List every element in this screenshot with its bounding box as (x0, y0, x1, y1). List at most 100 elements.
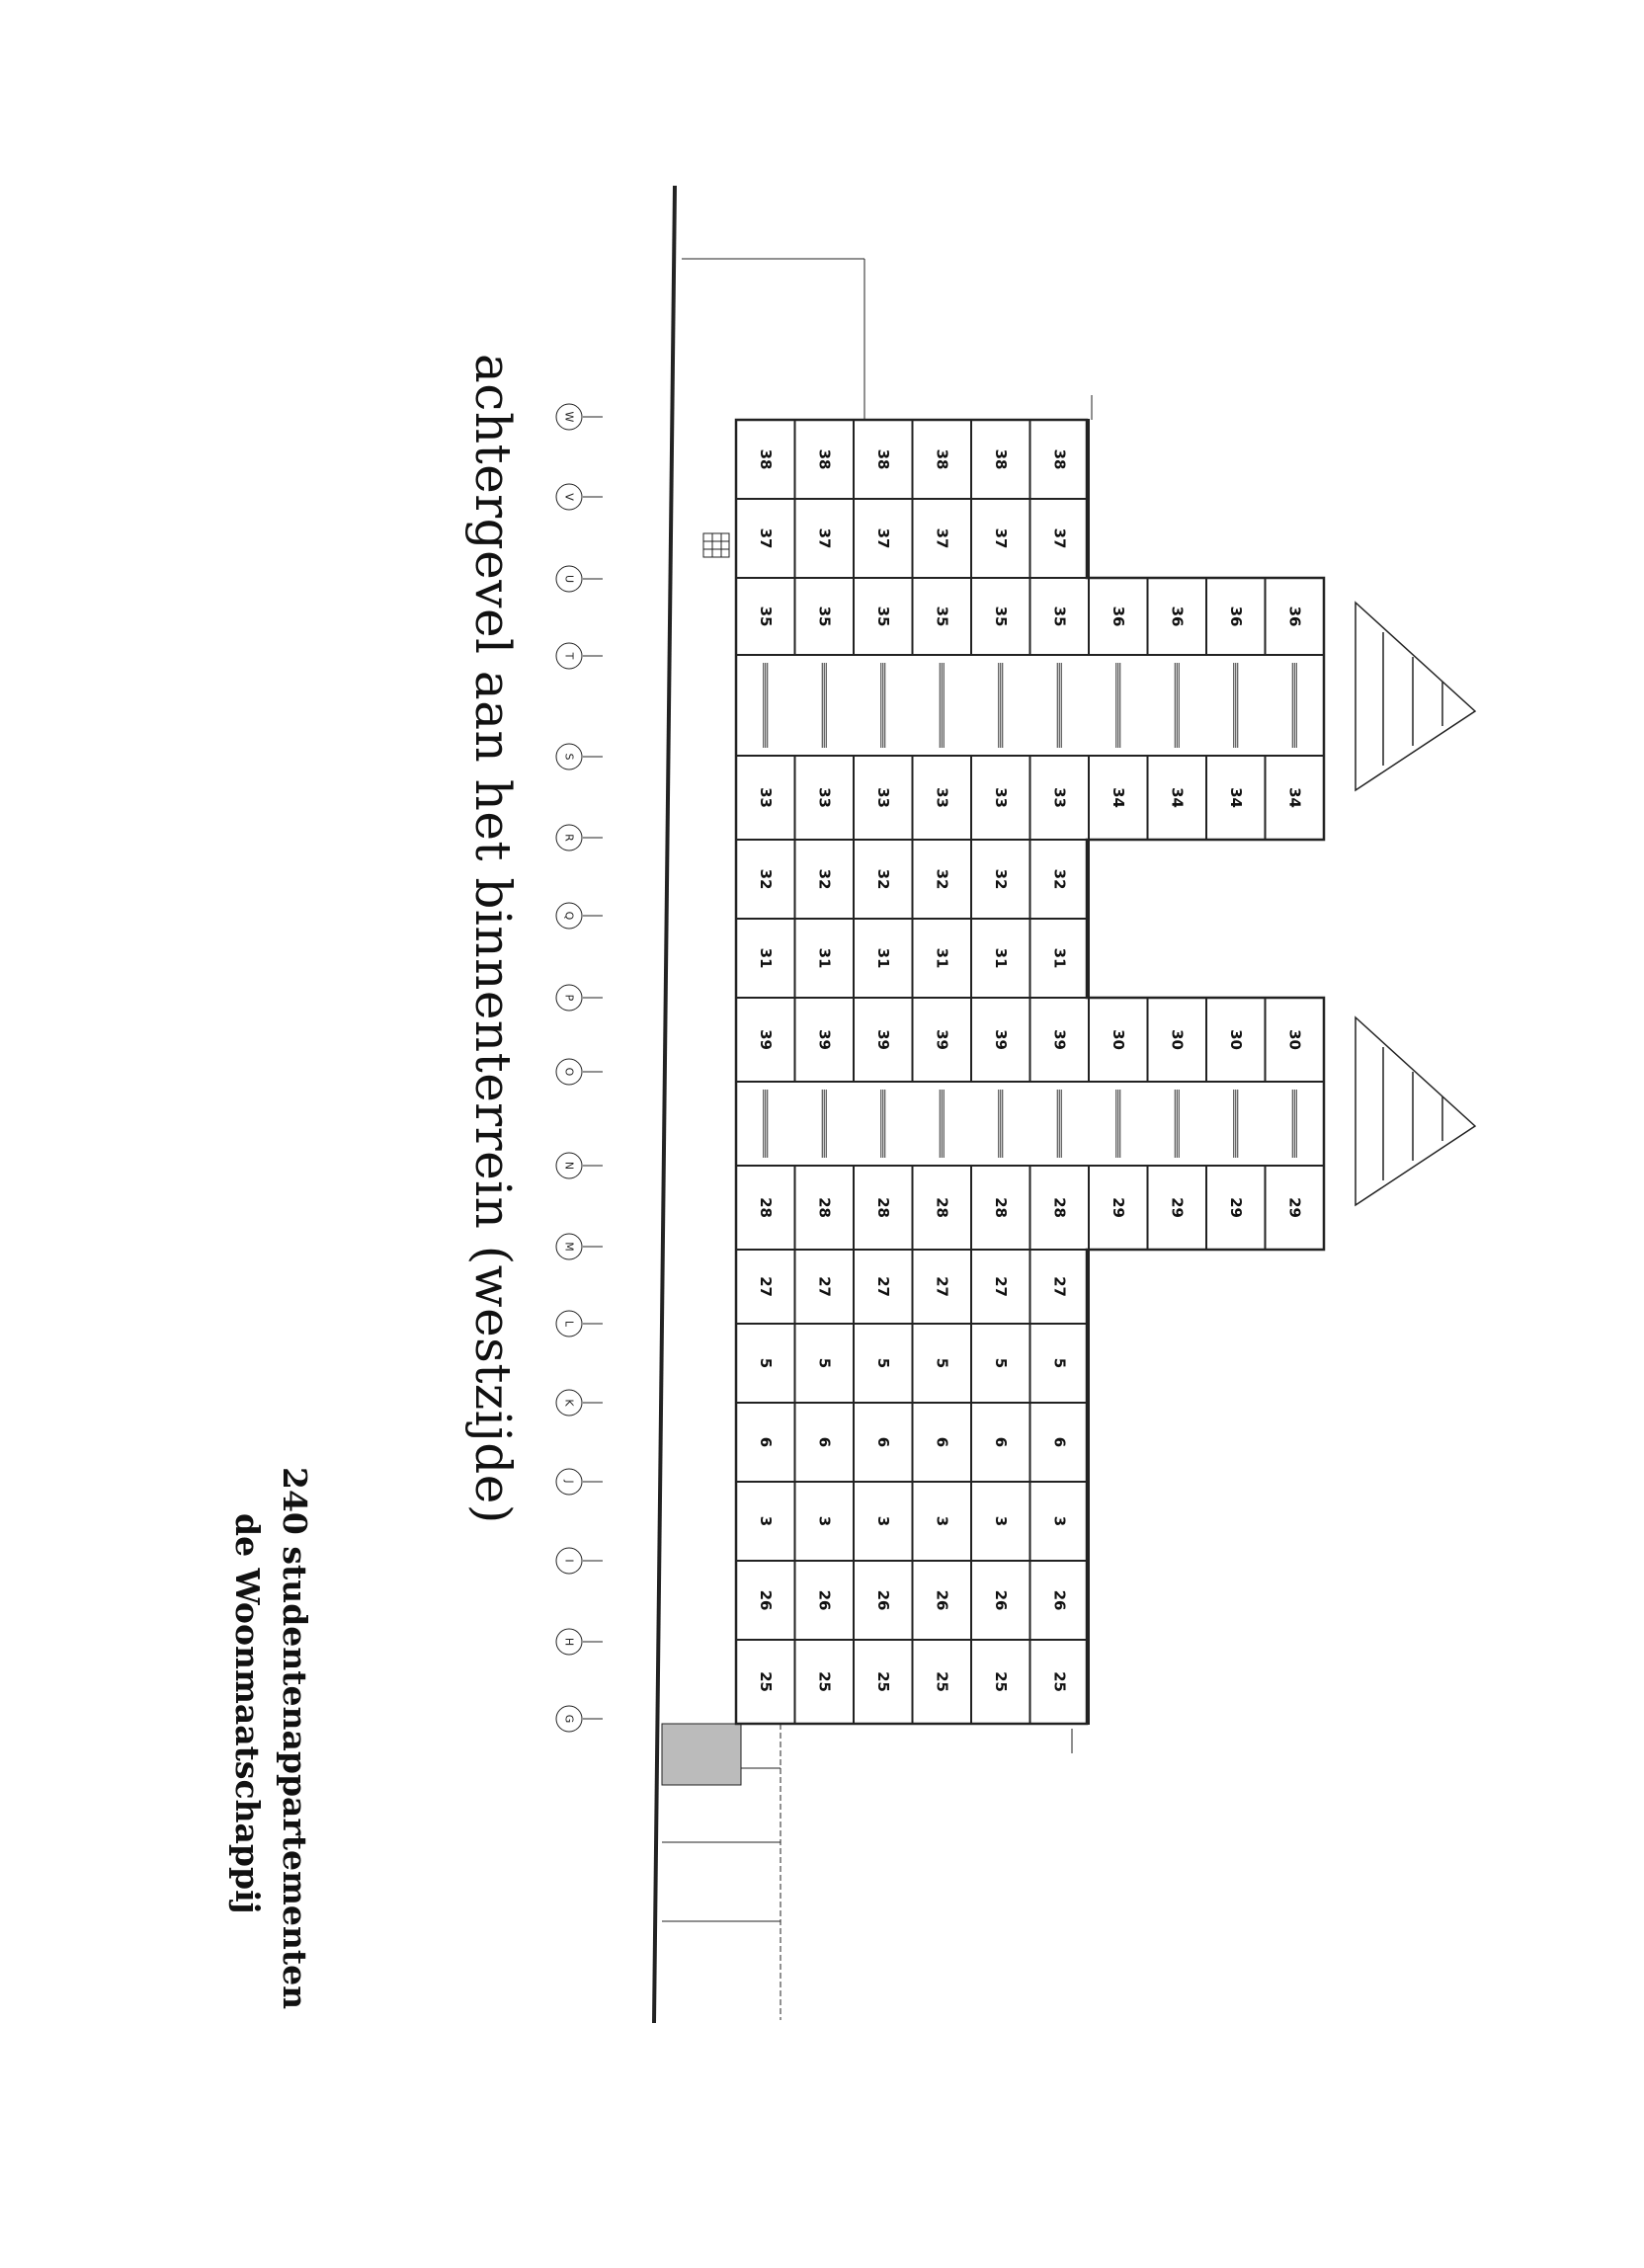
apartment-cell (1028, 1560, 1090, 1641)
apartment-number: 29 (1227, 1197, 1245, 1218)
apartment-cell (853, 839, 914, 920)
apartment-cell (1028, 755, 1090, 841)
apartment-cell (853, 1323, 914, 1404)
apartment-number: 27 (933, 1276, 950, 1297)
axis-marker-circle (555, 1152, 583, 1179)
apartment-number: 35 (992, 607, 1010, 627)
axis-marker-circle (555, 902, 583, 930)
apartment-number: 26 (1050, 1590, 1068, 1611)
apartment-cell (970, 1560, 1031, 1641)
apartment-cell (793, 1481, 855, 1562)
axis-marker-label: V (563, 493, 576, 501)
axis-marker-circle (555, 1310, 583, 1337)
apartment-number: 26 (933, 1590, 950, 1611)
apartment-cell (735, 997, 796, 1083)
apartment-number: 28 (933, 1197, 950, 1218)
apartment-number: 30 (1168, 1029, 1186, 1050)
apartment-cell (970, 1481, 1031, 1562)
axis-marker-circle (555, 824, 583, 851)
apartment-number: 32 (874, 869, 892, 890)
apartment-cell (793, 918, 855, 999)
apartment-number: 6 (992, 1437, 1010, 1447)
axis-marker-circle (555, 483, 583, 511)
apartment-number: 29 (1168, 1197, 1186, 1218)
apartment-cell (853, 918, 914, 999)
apartment-number: 6 (933, 1437, 950, 1447)
apartment-cell (1028, 1481, 1090, 1562)
apartment-number: 34 (1110, 787, 1127, 808)
axis-marker-label: T (563, 652, 576, 660)
apartment-number: 27 (992, 1276, 1010, 1297)
apartment-number: 3 (874, 1516, 892, 1526)
apartment-number: 3 (757, 1516, 775, 1526)
apartment-cell (735, 577, 796, 656)
apartment-cell (793, 1639, 855, 1725)
window-grid (702, 532, 730, 558)
apartment-cell (793, 1560, 855, 1641)
apartment-number: 3 (1050, 1516, 1068, 1526)
axis-marker-label: K (563, 1399, 576, 1407)
apartment-grid: 3837353332313928275632625383735333231392… (734, 418, 1326, 1726)
apartment-number: 39 (1050, 1029, 1068, 1050)
axis-marker-circle (555, 743, 583, 770)
apartment-cell (970, 1402, 1031, 1483)
apartment-number: 26 (757, 1590, 775, 1611)
apartment-cell (1028, 1323, 1090, 1404)
apartment-cell (853, 1249, 914, 1325)
apartment-number: 3 (815, 1516, 833, 1526)
drawing-static-lines (652, 185, 1093, 2024)
apartment-number: 32 (933, 869, 950, 890)
axis-marker-circle (555, 642, 583, 670)
axis-marker-circle (555, 1547, 583, 1575)
apartment-number: 25 (1050, 1671, 1068, 1692)
apartment-number: 35 (815, 607, 833, 627)
apartment-number: 28 (874, 1197, 892, 1218)
axis-marker-label: R (563, 834, 576, 842)
roof-gables (1355, 601, 1477, 1207)
apartment-number: 5 (992, 1358, 1010, 1368)
apartment-cell (793, 577, 855, 656)
apartment-number: 28 (992, 1197, 1010, 1218)
apartment-number: 33 (992, 787, 1010, 808)
axis-marker-label: S (563, 754, 576, 761)
axis-marker-label: Q (563, 912, 576, 921)
apartment-number: 38 (992, 449, 1010, 470)
building-outline (734, 418, 1326, 1726)
apartment-cell (911, 577, 972, 656)
apartment-cell (970, 839, 1031, 920)
apartment-number: 31 (874, 948, 892, 969)
apartment-number: 5 (933, 1358, 950, 1368)
apartment-cell (793, 997, 855, 1083)
drawing-title: achtergevel aan het binnenterrein (westz… (464, 354, 522, 1524)
apartment-number: 39 (757, 1029, 775, 1050)
apartment-number: 26 (992, 1590, 1010, 1611)
apartment-cell (793, 1249, 855, 1325)
axis-marker-label: U (563, 575, 576, 583)
apartment-number: 32 (757, 869, 775, 890)
apartment-number: 37 (874, 528, 892, 549)
apartment-number: 33 (874, 787, 892, 808)
apartment-number: 27 (815, 1276, 833, 1297)
apartment-number: 25 (933, 1671, 950, 1692)
apartment-number: 30 (1285, 1029, 1303, 1050)
apartment-number: 30 (1227, 1029, 1245, 1050)
apartment-number: 35 (933, 607, 950, 627)
apartment-number: 38 (933, 449, 950, 470)
axis-marker-circle (555, 565, 583, 593)
apartment-cell (911, 755, 972, 841)
axis-marker-circle (555, 984, 583, 1012)
apartment-number: 31 (933, 948, 950, 969)
apartment-number: 37 (992, 528, 1010, 549)
apartment-number: 5 (874, 1358, 892, 1368)
axis-marker-label: L (563, 1321, 576, 1328)
axis-marker-label: N (563, 1162, 576, 1170)
apartment-number: 3 (933, 1516, 950, 1526)
apartment-number: 6 (874, 1437, 892, 1447)
apartment-cell (970, 755, 1031, 841)
apartment-cell (911, 1165, 972, 1251)
apartment-cell (793, 1402, 855, 1483)
apartment-cell (911, 839, 972, 920)
apartment-number: 34 (1285, 787, 1303, 808)
entrance-hatch (661, 1723, 742, 1786)
apartment-number: 31 (757, 948, 775, 969)
